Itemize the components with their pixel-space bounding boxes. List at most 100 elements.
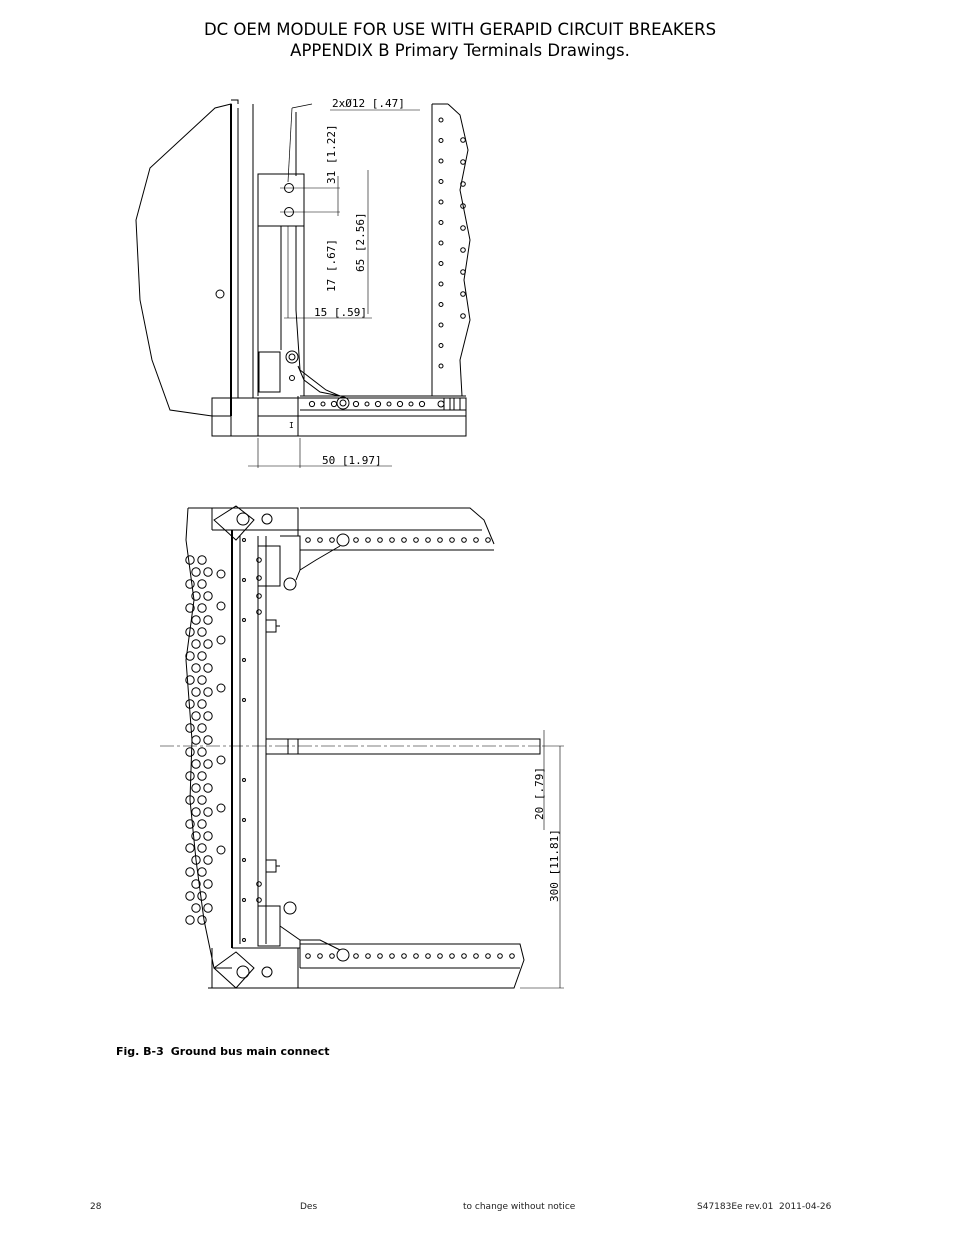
hole-icon [197, 699, 207, 709]
hole-icon [197, 747, 207, 757]
top-drawing: I 2xØ12 [135, 97, 471, 468]
hole-icon [461, 953, 467, 959]
hole-icon [242, 818, 246, 822]
dim-65-label: 65 [2.56] [354, 212, 367, 272]
corner-bolt-icon [236, 965, 250, 979]
bottom-frame-outline [185, 507, 299, 969]
housing-bolt-icon [215, 289, 225, 299]
hole-icon [191, 903, 201, 913]
hole-icon [203, 735, 213, 745]
hole-icon [197, 867, 207, 877]
hole-icon [197, 771, 207, 781]
figure-caption-text: Ground bus main connect [170, 1045, 330, 1058]
hole-icon [203, 807, 213, 817]
hole-icon [256, 575, 262, 581]
hole-icon [242, 538, 246, 542]
hole-icon [197, 723, 207, 733]
hole-icon [185, 795, 195, 805]
stud-icon [265, 859, 277, 873]
hole-icon [461, 537, 467, 543]
hole-icon [242, 578, 246, 582]
hole-icon [389, 953, 395, 959]
hole-icon [329, 953, 335, 959]
hole-icon [365, 953, 371, 959]
hole-icon [191, 879, 201, 889]
hole-icon [413, 953, 419, 959]
footer-doc-id: S47183Ee rev.01 [697, 1202, 774, 1212]
hole-icon [377, 953, 383, 959]
page-header-title: DC OEM MODULE FOR USE WITH GERAPID CIRCU… [203, 20, 717, 39]
hole-icon [437, 953, 443, 959]
nut-icon [336, 948, 350, 962]
hole-icon [305, 537, 311, 543]
hole-icon [216, 803, 226, 813]
hole-icon [365, 537, 371, 543]
page-number: 28 [90, 1202, 102, 1212]
hole-icon [438, 117, 444, 123]
hole-icon [197, 795, 207, 805]
hole-icon [185, 867, 195, 877]
ground-bus-bar [265, 738, 541, 755]
hole-icon [460, 203, 466, 209]
hole-icon [256, 897, 262, 903]
hole-icon [320, 401, 326, 407]
hole-icon [308, 400, 316, 408]
hole-icon [191, 615, 201, 625]
hole-icon [197, 915, 207, 925]
hole-icon [185, 723, 195, 733]
hole-icon [438, 363, 444, 369]
hole-icon [191, 663, 201, 673]
hole-icon [509, 953, 515, 959]
hole-icon [449, 953, 455, 959]
top-panel-holes [308, 117, 466, 408]
hole-icon [485, 953, 491, 959]
footer-left-fragment: Des [300, 1202, 318, 1212]
hole-icon [203, 831, 213, 841]
hole-icon [425, 537, 431, 543]
hole-icon [242, 618, 246, 622]
hole-icon [438, 343, 444, 348]
hole-icon [203, 903, 213, 913]
hole-icon [191, 591, 201, 601]
hole-icon [216, 683, 226, 693]
hole-icon [216, 601, 226, 611]
hole-icon [203, 855, 213, 865]
hole-icon [203, 879, 213, 889]
footer-date: 2011-04-26 [779, 1202, 832, 1212]
hole-icon [330, 400, 338, 408]
hole-icon [438, 261, 444, 266]
hole-icon [191, 567, 201, 577]
hole-icon [191, 759, 201, 769]
dim-17-label: 17 [.67] [325, 239, 338, 292]
hole-icon [191, 783, 201, 793]
hole-icon [185, 603, 195, 613]
hole-icon [485, 537, 491, 543]
terminal-block [257, 173, 305, 227]
lower-bar-holes [305, 953, 515, 959]
dim-holes-label: 2xØ12 [.47] [332, 97, 405, 110]
page-header-subtitle: APPENDIX B Primary Terminals Drawings. [290, 41, 630, 60]
dim-15-label: 15 [.59] [314, 306, 367, 319]
hole-icon [438, 302, 444, 307]
bottom-drawing: 20 [.79] 300 [11.81] [160, 505, 564, 989]
hole-icon [377, 537, 383, 543]
hole-icon [185, 771, 195, 781]
hole-icon [203, 711, 213, 721]
hole-icon [197, 651, 207, 661]
hole-icon [216, 755, 226, 765]
hole-icon [242, 858, 246, 862]
hole-icon [242, 698, 246, 702]
hole-icon [352, 400, 360, 408]
hole-icon [242, 778, 246, 782]
hole-icon [438, 220, 444, 225]
hole-icon [185, 675, 195, 685]
hole-icon [353, 953, 359, 959]
hole-icon [191, 831, 201, 841]
hole-icon [438, 199, 444, 205]
hole-icon [460, 137, 466, 143]
dim-300-label: 300 [11.81] [548, 829, 561, 902]
top-housing-outline [135, 103, 232, 417]
hole-icon [317, 953, 323, 959]
nut-icon [283, 577, 297, 591]
